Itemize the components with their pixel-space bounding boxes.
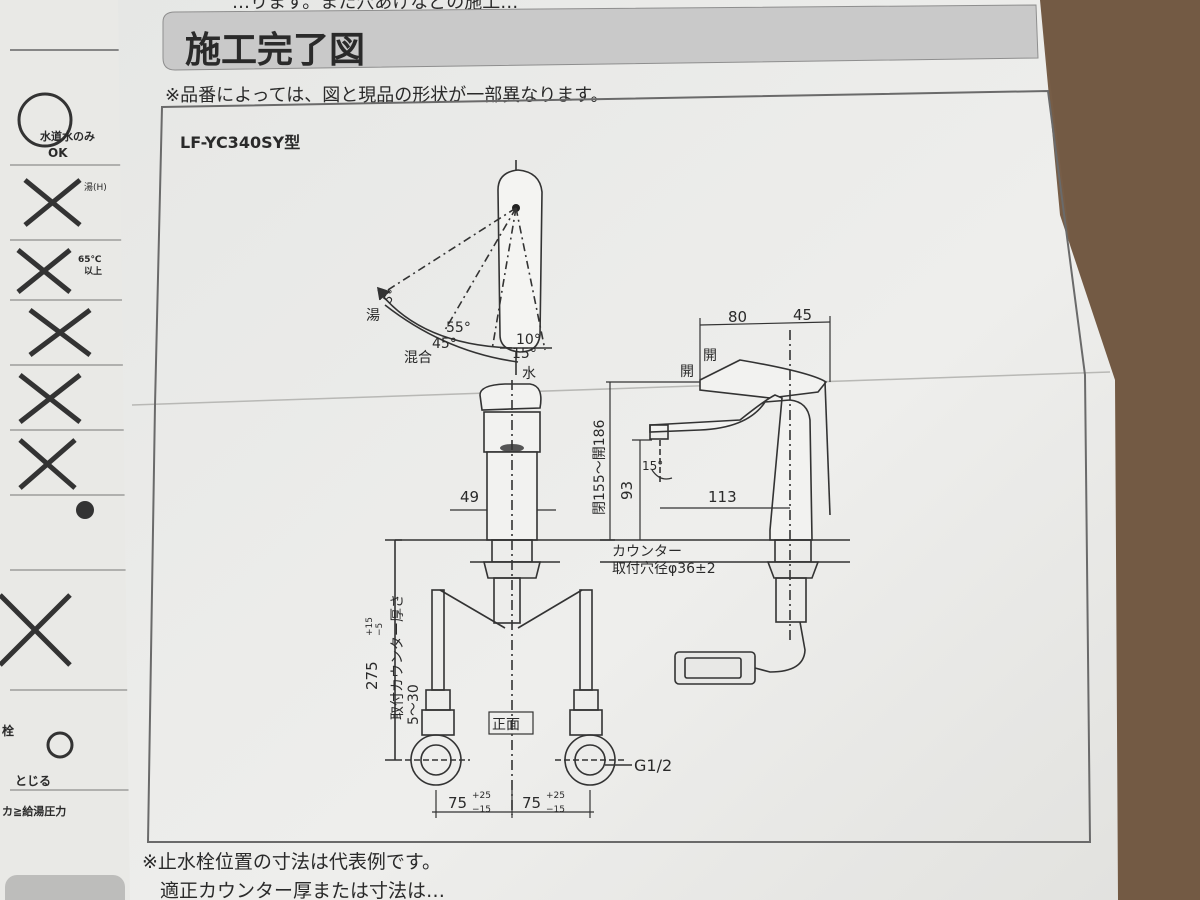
dim-75-right: 75 xyxy=(522,794,541,812)
dim-275-tol-upper: +15 xyxy=(365,617,375,636)
gear-icon xyxy=(76,501,94,519)
dim-75-right-tol-upper: +25 xyxy=(546,791,565,801)
lever-outline xyxy=(497,169,543,353)
dim-75-left-tol-upper: +25 xyxy=(472,791,491,801)
supply-hose-left xyxy=(405,589,470,786)
angle-10-label: 10° xyxy=(516,332,541,348)
rotation-arc-inner xyxy=(384,304,519,363)
angle-55-label: 55° xyxy=(446,320,471,336)
dim-49-label: 49 xyxy=(460,488,479,506)
front-label-box xyxy=(488,711,534,735)
dim-45-label: 45 xyxy=(793,306,812,324)
main-page xyxy=(118,0,1118,900)
title-banner xyxy=(162,4,1039,71)
header: …ります。また穴あけなどの施工… 施工完了図 xyxy=(162,0,1039,71)
spout-top-labels: 湯 混合 水 5° 55° 45° 10° 15° xyxy=(366,287,541,382)
side-dimension-lines xyxy=(606,316,831,540)
valve-label: 栓 xyxy=(2,723,14,738)
or-more-label: 以上 xyxy=(84,265,102,277)
side-view-labels: 80 45 開 開 閉155〜開186 93 15° 113 カウンター 取付穴… xyxy=(592,306,812,577)
counter-thickness-range: 5〜30 xyxy=(406,684,422,725)
dim-275-label: 275 xyxy=(363,661,381,690)
side-lever xyxy=(699,359,828,399)
dim-275-tol-lower: −5 xyxy=(375,623,385,636)
footer-note-1: ※止水栓位置の寸法は代表例です。 xyxy=(142,851,441,873)
dim-93-label: 93 xyxy=(618,481,636,500)
cold-label: 水 xyxy=(522,366,536,382)
no-bend-icon xyxy=(28,308,92,357)
footer-note-2: 適正カウンター厚または寸法は… xyxy=(160,880,445,900)
no-drop-icon xyxy=(0,593,72,667)
box-flap xyxy=(1040,0,1200,900)
hot-label: 湯 xyxy=(366,307,380,324)
spout-top-view xyxy=(376,160,552,375)
dim-75-right-tol-lower: −15 xyxy=(546,805,565,815)
faucet-front-view xyxy=(385,380,615,815)
counter-thickness-label: 取付カウンター厚さ xyxy=(390,594,406,720)
thread-label: G1/2 xyxy=(634,756,672,775)
dim-113-label: 113 xyxy=(708,488,737,506)
model-number: LF-YC340SY型 xyxy=(180,133,300,152)
pressure-label: カ≧給湯圧力 xyxy=(2,804,66,818)
dim-75-left-tol-lower: −15 xyxy=(472,805,491,815)
valve-icon xyxy=(46,731,74,759)
left-panel: 水道水のみ OK 湯(H) 65℃ 以上 栓 とじる カ≧給湯圧力 xyxy=(0,49,130,900)
page-title: 施工完了図 xyxy=(185,30,365,71)
front-lever xyxy=(479,383,542,411)
faucet-ok-icon xyxy=(17,92,73,148)
side-spout-body xyxy=(649,394,813,541)
open-label-b: 開 xyxy=(680,364,694,380)
rotation-arc-outer xyxy=(377,289,513,349)
hole-diameter-label: 取付穴径φ36±2 xyxy=(612,561,716,577)
left-page-bottom-tab xyxy=(5,875,125,900)
sensor-box xyxy=(674,651,756,685)
close-label: とじる xyxy=(15,774,51,788)
front-dimension-lines xyxy=(432,509,594,818)
faucet-side-view xyxy=(600,330,850,685)
no-heat-icon xyxy=(16,248,72,294)
page-fold xyxy=(131,371,1111,406)
sensor-cable xyxy=(754,621,806,673)
dim-75-left: 75 xyxy=(448,794,467,812)
side-angle-15-label: 15° xyxy=(642,459,663,473)
footer-notes: ※止水栓位置の寸法は代表例です。 適正カウンター厚または寸法は… xyxy=(142,851,445,900)
ok-label: OK xyxy=(48,146,68,160)
no-pull-icon xyxy=(18,438,77,490)
height-range-label: 閉155〜開186 xyxy=(592,419,608,515)
dim-80-label: 80 xyxy=(728,308,747,326)
angle-15-label: 15° xyxy=(512,346,537,362)
front-label: 正面 xyxy=(492,717,520,733)
mixed-label: 混合 xyxy=(404,350,432,366)
angle-5-label: 5° xyxy=(380,287,399,306)
no-hit-icon xyxy=(18,373,82,424)
no-hot-icon xyxy=(23,178,82,227)
angle-45-label: 45° xyxy=(432,336,457,352)
diagram-frame xyxy=(146,89,1092,843)
open-label-a: 開 xyxy=(703,348,717,364)
water-only-label: 水道水のみ xyxy=(40,129,95,143)
counter-label: カウンター xyxy=(612,544,682,560)
supply-hose-right xyxy=(555,589,632,786)
front-view-labels: 49 275 +15 −5 取付カウンター厚さ 5〜30 正面 G1/2 75 … xyxy=(363,488,672,815)
temp-65-label: 65℃ xyxy=(78,255,102,265)
hot-side-label: 湯(H) xyxy=(84,182,107,193)
